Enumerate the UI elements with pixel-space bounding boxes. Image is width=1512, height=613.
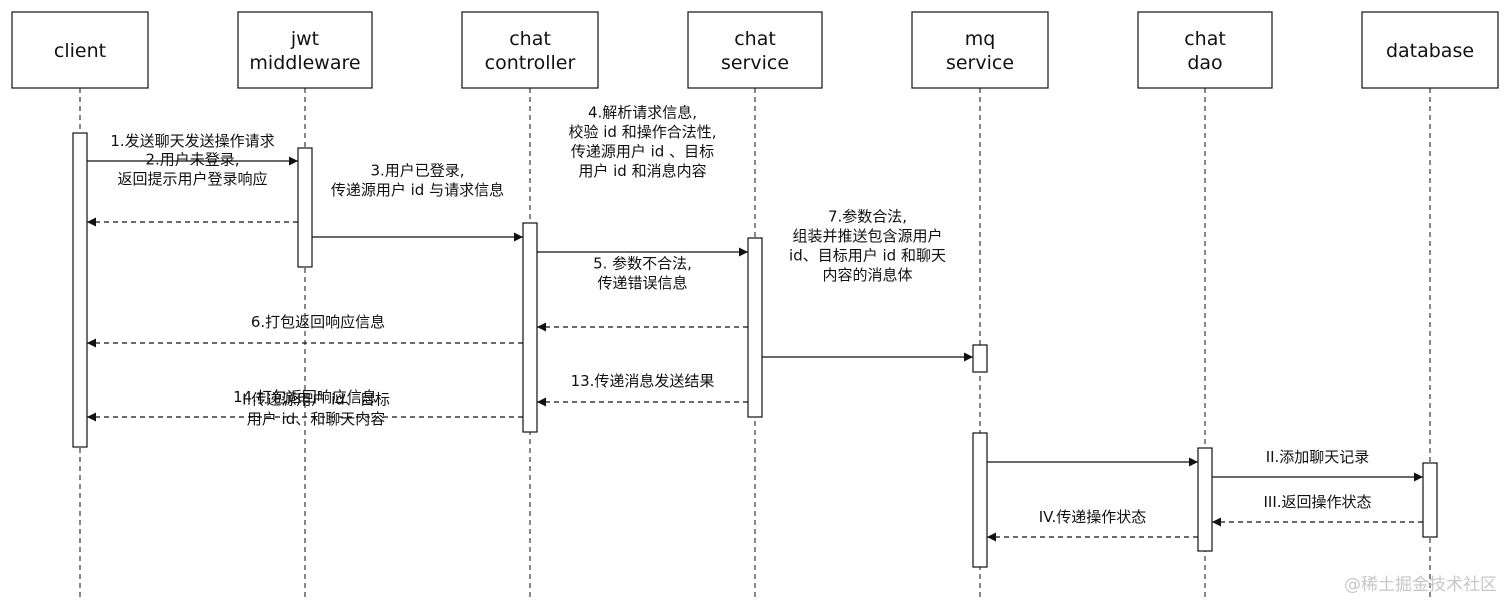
message-label-2: 返回提示用户登录响应 bbox=[117, 170, 267, 188]
message-label-8: 13.传递消息发送结果 bbox=[571, 372, 715, 390]
activation-bar-controller bbox=[522, 222, 538, 433]
message-label-12: III.返回操作状态 bbox=[1263, 493, 1371, 511]
activation-bar-jwt bbox=[297, 147, 313, 268]
participant-label-jwt: middleware bbox=[249, 52, 360, 74]
message-label-3: 3.用户已登录, bbox=[370, 162, 464, 180]
message-label-9: 14.打包返回响应信息 bbox=[233, 388, 377, 406]
participant-label-db: database bbox=[1386, 40, 1474, 62]
participant-label-jwt: jwt bbox=[290, 28, 319, 50]
activation-bar-mq bbox=[972, 344, 988, 373]
message-label-4: 4.解析请求信息, bbox=[588, 104, 697, 122]
participant-label-mq: mq bbox=[965, 28, 996, 50]
activation-bar-client bbox=[72, 132, 88, 448]
participant-box-db bbox=[1361, 11, 1499, 89]
participant-label-mq: service bbox=[946, 52, 1014, 74]
participant-box-client bbox=[11, 11, 149, 89]
watermark-text: @稀土掘金技术社区 bbox=[1344, 575, 1497, 595]
message-label-5: 5. 参数不合法, bbox=[593, 255, 692, 273]
participant-label-service: service bbox=[721, 52, 789, 74]
message-label-13: IV.传递操作状态 bbox=[1039, 508, 1147, 526]
message-label-4: 校验 id 和操作合法性, bbox=[569, 123, 717, 141]
message-label-7: 内容的消息体 bbox=[822, 266, 912, 284]
activation-bar-dao bbox=[1197, 447, 1213, 552]
message-label-7: 7.参数合法, bbox=[828, 208, 907, 226]
participant-box-service bbox=[687, 11, 823, 89]
activation-bar-db bbox=[1422, 462, 1438, 538]
activation-bar-service bbox=[747, 237, 763, 418]
participant-box-controller bbox=[461, 11, 599, 89]
message-label-7: 组装并推送包含源用户 bbox=[792, 227, 942, 245]
message-label-1: 1.发送聊天发送操作请求 bbox=[110, 132, 274, 150]
participant-boxes: clientjwtmiddlewarechatcontrollerchatser… bbox=[11, 11, 1499, 89]
message-label-11: II.添加聊天记录 bbox=[1266, 448, 1370, 466]
message-label-7: id、目标用户 id 和聊天 bbox=[789, 247, 946, 265]
participant-label-client: client bbox=[54, 40, 106, 62]
participant-label-controller: controller bbox=[485, 52, 576, 74]
message-label-4: 传递源用户 id 、目标 bbox=[571, 143, 714, 161]
activation-bar-mq-2 bbox=[972, 432, 988, 568]
participant-label-service: chat bbox=[734, 28, 776, 50]
message-label-2: 2.用户未登录, bbox=[145, 151, 239, 169]
message-label-6: 6.打包返回响应信息 bbox=[251, 313, 385, 331]
participant-label-dao: chat bbox=[1184, 28, 1226, 50]
activation-bars bbox=[72, 132, 1438, 568]
participant-label-controller: chat bbox=[509, 28, 551, 50]
participant-box-dao bbox=[1137, 11, 1273, 89]
participant-box-mq bbox=[911, 11, 1049, 89]
message-label-10: I.传递源用户 id、目标 bbox=[242, 391, 390, 409]
message-label-3: 传递源用户 id 与请求信息 bbox=[331, 181, 504, 199]
participant-box-jwt bbox=[237, 11, 373, 89]
message-label-5: 传递错误信息 bbox=[597, 274, 687, 292]
participant-label-dao: dao bbox=[1187, 52, 1222, 74]
message-label-10: 用户 id、和聊天内容 bbox=[247, 410, 385, 428]
message-label-4: 用户 id 和消息内容 bbox=[578, 162, 706, 180]
